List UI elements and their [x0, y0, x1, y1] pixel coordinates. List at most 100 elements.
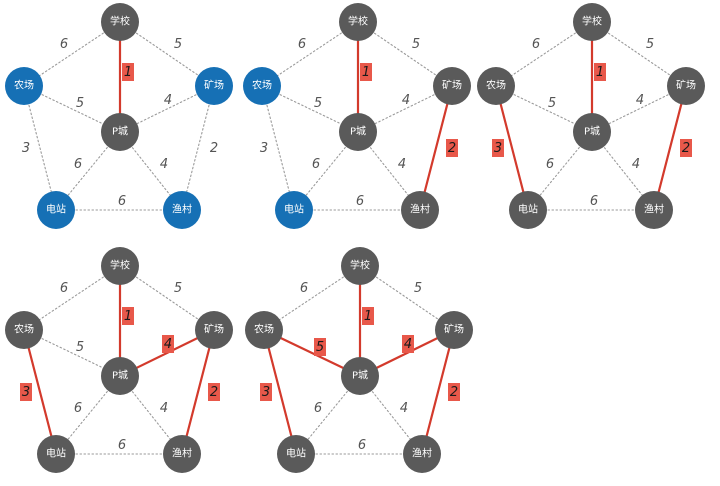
node-circle	[477, 67, 515, 105]
node-label: 电站	[518, 203, 538, 216]
node-school: 学校	[341, 247, 379, 285]
node-village: 渔村	[403, 435, 441, 473]
node-farm: 农场	[5, 311, 43, 349]
weight-value: 5	[316, 340, 324, 355]
edge-school-farm	[495, 21, 593, 87]
node-label: 农场	[486, 79, 506, 92]
weight-label-station-village: 6	[118, 194, 126, 209]
node-circle	[341, 357, 379, 395]
weight-value: 4	[400, 401, 408, 416]
node-station: 电站	[275, 191, 313, 229]
node-label: 农场	[252, 79, 272, 92]
weight-value: 5	[76, 340, 84, 355]
node-circle	[635, 191, 673, 229]
edge-mine-village-selected	[420, 328, 456, 456]
weight-value: 4	[160, 157, 168, 172]
weight-label-mine-village: 2	[210, 141, 218, 156]
node-label: P城	[112, 126, 128, 138]
weight-value: 5	[548, 96, 556, 111]
edge-farm-station	[23, 85, 57, 211]
weight-value: 5	[174, 281, 182, 296]
weight-highlight-box	[122, 307, 134, 325]
edge-mine-village-selected	[652, 84, 688, 212]
node-circle	[435, 311, 473, 349]
edge-mine-village-selected	[418, 84, 454, 212]
weight-value: 6	[314, 401, 322, 416]
node-label: 矿场	[676, 79, 696, 92]
edge-school-farm	[261, 21, 359, 87]
weight-value: 6	[118, 438, 126, 453]
weight-label-station-village: 6	[118, 438, 126, 453]
node-label: 农场	[14, 79, 34, 92]
node-label: 电站	[46, 203, 66, 216]
weight-label-city-station: 6	[74, 401, 82, 416]
edge-farm-station-selected	[22, 328, 58, 456]
node-label: 渔村	[410, 203, 430, 216]
node-village: 渔村	[401, 191, 439, 229]
node-label: 电站	[284, 203, 304, 216]
node-circle	[5, 311, 43, 349]
node-city: P城	[341, 357, 379, 395]
node-station: 电站	[37, 191, 75, 229]
node-label: 渔村	[412, 447, 432, 460]
node-label: 学校	[582, 15, 602, 28]
node-label: 电站	[46, 447, 66, 460]
weight-label-school-mine: 5	[646, 37, 654, 52]
node-farm: 农场	[477, 67, 515, 105]
node-label: 学校	[348, 15, 368, 28]
node-circle	[37, 191, 75, 229]
weight-value: 1	[124, 309, 132, 324]
edge-school-mine	[591, 21, 687, 87]
weight-value: 6	[74, 157, 82, 172]
node-station: 电站	[37, 435, 75, 473]
node-label: 学校	[350, 259, 370, 272]
node-village: 渔村	[635, 191, 673, 229]
weight-highlight-box	[594, 63, 606, 81]
node-station: 电站	[277, 435, 315, 473]
weight-value: 6	[546, 157, 554, 172]
node-mine: 矿场	[435, 311, 473, 349]
weight-value: 6	[312, 157, 320, 172]
weight-value: 5	[76, 96, 84, 111]
node-label: 学校	[110, 15, 130, 28]
edge-school-mine	[359, 265, 455, 331]
weight-value: 6	[358, 438, 366, 453]
node-mine: 矿场	[195, 67, 233, 105]
weight-value: 4	[164, 93, 172, 108]
node-city: P城	[339, 113, 377, 151]
weight-label-city-village: 4	[160, 401, 168, 416]
weight-label-school-city: 1	[122, 63, 134, 81]
node-label: 渔村	[644, 203, 664, 216]
weight-highlight-box	[260, 383, 272, 401]
weight-label-city-station: 6	[314, 401, 322, 416]
weight-highlight-box	[362, 307, 374, 325]
node-farm: 农场	[5, 67, 43, 105]
weight-value: 6	[590, 194, 598, 209]
node-school: 学校	[101, 247, 139, 285]
weight-label-station-village: 6	[590, 194, 598, 209]
edge-school-mine	[119, 265, 215, 331]
node-circle	[243, 67, 281, 105]
weight-label-school-farm: 6	[60, 281, 68, 296]
node-label: 农场	[14, 323, 34, 336]
node-city: P城	[101, 113, 139, 151]
weight-label-mine-village: 2	[208, 383, 220, 401]
weight-value: 5	[646, 37, 654, 52]
node-station: 电站	[509, 191, 547, 229]
weight-value: 2	[210, 141, 218, 156]
edge-mine-village	[181, 85, 215, 211]
node-circle	[195, 311, 233, 349]
weight-label-city-station: 6	[74, 157, 82, 172]
weight-highlight-box	[20, 383, 32, 401]
weight-value: 3	[494, 141, 502, 156]
weight-label-school-farm: 6	[532, 37, 540, 52]
node-label: 学校	[110, 259, 130, 272]
node-circle	[37, 435, 75, 473]
weight-label-station-village: 6	[356, 194, 364, 209]
node-label: 矿场	[444, 323, 464, 336]
weight-value: 4	[164, 337, 172, 352]
weight-label-mine-city: 4	[402, 93, 410, 108]
weight-label-farm-city: 5	[76, 96, 84, 111]
